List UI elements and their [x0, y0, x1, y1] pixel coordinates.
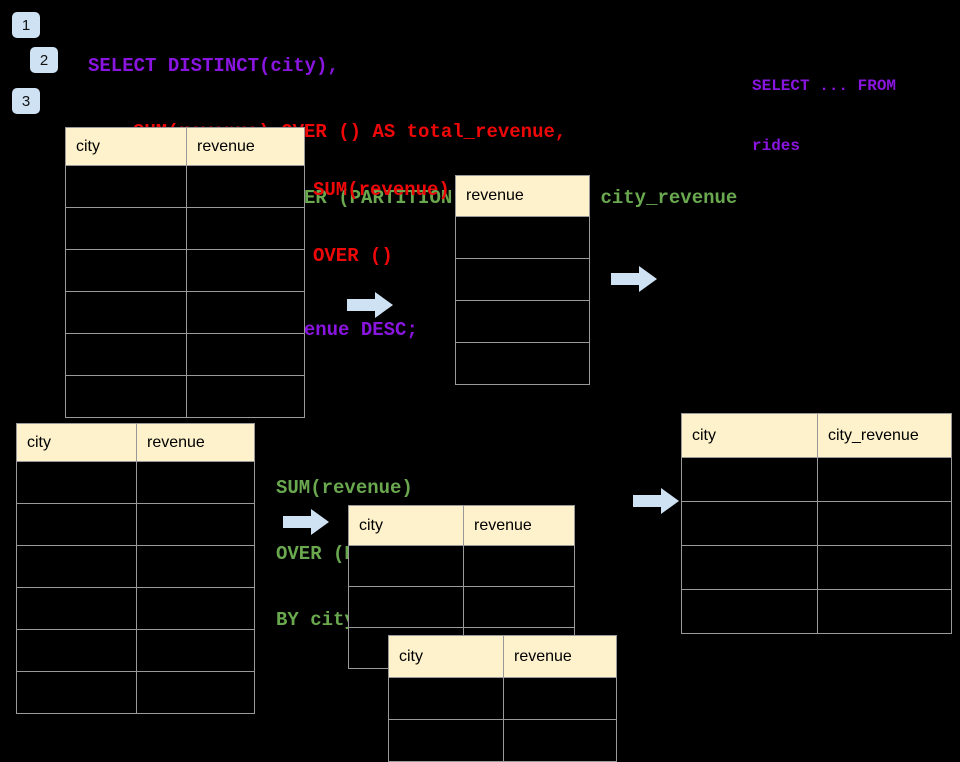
- total-annotation-line-2: OVER (): [313, 245, 393, 267]
- table-cell-empty: [17, 462, 137, 504]
- table-cell-empty: [66, 208, 187, 250]
- table-cell-empty: [137, 546, 255, 588]
- table-cell-empty: [464, 587, 575, 628]
- table-cell-empty: [456, 301, 590, 343]
- step-badge-3: 3: [12, 88, 40, 114]
- table-cell-empty: [818, 546, 952, 590]
- table-cell-empty: [187, 208, 305, 250]
- side-note-line-2: rides: [752, 137, 801, 155]
- table-cell-empty: [504, 720, 617, 762]
- table-cell-empty: [504, 678, 617, 720]
- table-cell-empty: [137, 504, 255, 546]
- step-badge-1: 1: [12, 12, 40, 38]
- table-cell-empty: [456, 217, 590, 259]
- column-header-city: city: [349, 506, 464, 546]
- table-cell-empty: [464, 546, 575, 587]
- table-cell-empty: [456, 259, 590, 301]
- table-cell-empty: [349, 587, 464, 628]
- total-revenue-table: revenue: [455, 175, 590, 385]
- column-header-city: city: [389, 636, 504, 678]
- flow-arrow-icon-3: [283, 509, 329, 535]
- side-note-select-from-rides: SELECT ... FROM rides: [752, 36, 896, 176]
- table-cell-empty: [187, 376, 305, 418]
- table-cell-empty: [187, 166, 305, 208]
- table-cell-empty: [187, 292, 305, 334]
- table-cell-empty: [66, 376, 187, 418]
- table-cell-empty: [66, 250, 187, 292]
- table-cell-empty: [17, 672, 137, 714]
- total-revenue-annotation: SUM(revenue) OVER (): [313, 135, 450, 289]
- column-header-revenue: revenue: [464, 506, 575, 546]
- table-cell-empty: [66, 166, 187, 208]
- table-cell-empty: [389, 720, 504, 762]
- column-header-revenue: revenue: [137, 424, 255, 462]
- table-cell-empty: [456, 343, 590, 385]
- table-cell-empty: [66, 292, 187, 334]
- table-cell-empty: [17, 630, 137, 672]
- table-cell-empty: [137, 462, 255, 504]
- table-cell-empty: [682, 546, 818, 590]
- side-note-line-1: SELECT ... FROM: [752, 77, 897, 95]
- total-annotation-line-1: SUM(revenue): [313, 179, 450, 201]
- column-header-revenue: revenue: [504, 636, 617, 678]
- table-cell-empty: [187, 250, 305, 292]
- table-cell-empty: [682, 458, 818, 502]
- table-cell-empty: [17, 588, 137, 630]
- table-cell-empty: [818, 502, 952, 546]
- table-cell-empty: [818, 458, 952, 502]
- column-header-revenue: revenue: [456, 176, 590, 217]
- table-cell-empty: [818, 590, 952, 634]
- step-badge-2: 2: [30, 47, 58, 73]
- column-header-city: city: [66, 128, 187, 166]
- table-cell-empty: [17, 504, 137, 546]
- column-header-revenue: revenue: [187, 128, 305, 166]
- table-cell-empty: [682, 590, 818, 634]
- column-header-city: city: [682, 414, 818, 458]
- table-cell-empty: [389, 678, 504, 720]
- flow-arrow-icon-2: [611, 266, 657, 292]
- table-cell-empty: [137, 588, 255, 630]
- flow-arrow-icon-1: [347, 292, 393, 318]
- table-cell-empty: [66, 334, 187, 376]
- table-cell-empty: [17, 546, 137, 588]
- table-cell-empty: [187, 334, 305, 376]
- column-header-city_revenue: city_revenue: [818, 414, 952, 458]
- partition-annotation-line-1: SUM(revenue): [276, 477, 413, 499]
- table-cell-empty: [137, 672, 255, 714]
- column-header-city: city: [17, 424, 137, 462]
- sql-line-select: SELECT DISTINCT(city),: [88, 55, 339, 77]
- flow-arrow-icon-4: [633, 488, 679, 514]
- table-cell-empty: [682, 502, 818, 546]
- table-cell-empty: [137, 630, 255, 672]
- table-cell-empty: [349, 546, 464, 587]
